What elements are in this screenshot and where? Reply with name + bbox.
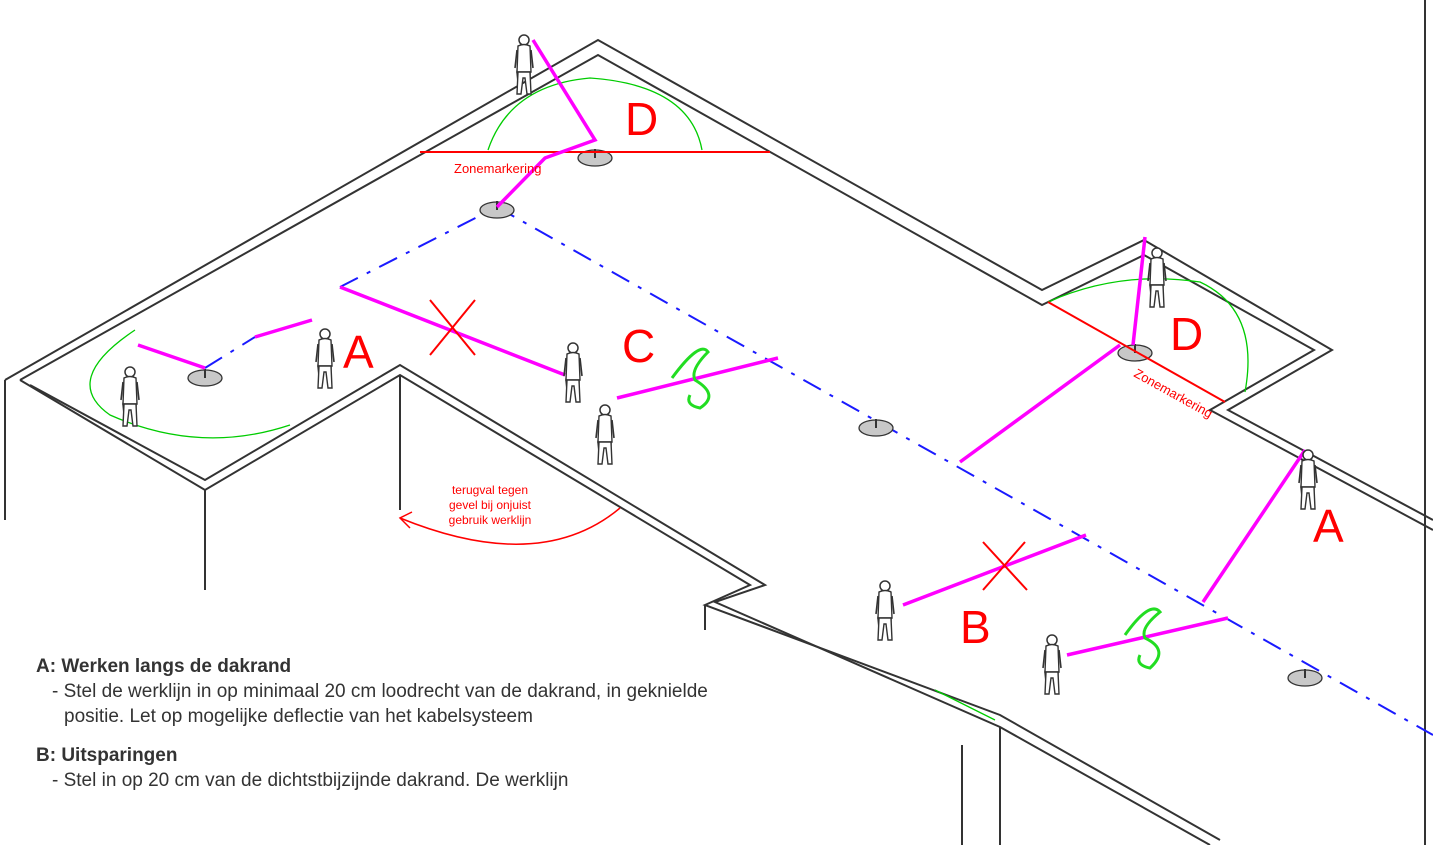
fall-note-line-1: terugval tegen	[452, 483, 528, 497]
person-icon	[315, 328, 335, 389]
person-icon	[1147, 247, 1167, 308]
legend-a-title: A: Werken langs de dakrand	[36, 656, 292, 677]
fall-note-line-2: gevel bij onjuist	[449, 498, 532, 512]
fall-arc	[398, 507, 621, 545]
cross-icon	[429, 299, 476, 356]
zone-labels: D A C D A B Zonemarkering Zonemarkering …	[343, 93, 1344, 653]
label-c: C	[622, 320, 655, 372]
person-icon	[514, 34, 534, 95]
label-a-right: A	[1313, 500, 1344, 552]
zone-markings	[420, 151, 1226, 403]
swing-arcs	[89, 77, 1249, 721]
squiggle-marks	[670, 347, 1163, 670]
cross-icon	[982, 541, 1026, 591]
person-icon	[595, 404, 615, 465]
anchor-icon	[187, 368, 223, 387]
label-b: B	[960, 601, 991, 653]
label-d-top: D	[625, 93, 658, 145]
person-icon	[875, 580, 895, 641]
squiggle-icon	[670, 347, 711, 410]
persons	[120, 34, 1318, 695]
work-lines	[137, 39, 1307, 657]
squiggle-icon	[1123, 607, 1163, 670]
zone-marking-label-top: Zonemarkering	[454, 161, 541, 176]
label-d-right: D	[1170, 308, 1203, 360]
anchor-icon	[479, 200, 515, 219]
person-icon	[563, 342, 583, 403]
person-icon	[1042, 634, 1062, 695]
legend-a-text: - Stel de werklijn in op minimaal 20 cm …	[52, 681, 708, 727]
person-icon	[120, 366, 140, 427]
anchor-icon	[858, 418, 894, 437]
legend-b-text: - Stel in op 20 cm van de dichtstbijzijn…	[52, 770, 569, 791]
legend: A: Werken langs de dakrand - Stel de wer…	[36, 654, 716, 807]
wrong-markers	[429, 299, 1028, 591]
anchor-points	[187, 148, 1323, 687]
legend-b-title: B: Uitsparingen	[36, 745, 178, 766]
anchor-icon	[1287, 668, 1323, 687]
label-a-left: A	[343, 326, 374, 378]
fall-note-line-3: gebruik werklijn	[449, 513, 532, 527]
